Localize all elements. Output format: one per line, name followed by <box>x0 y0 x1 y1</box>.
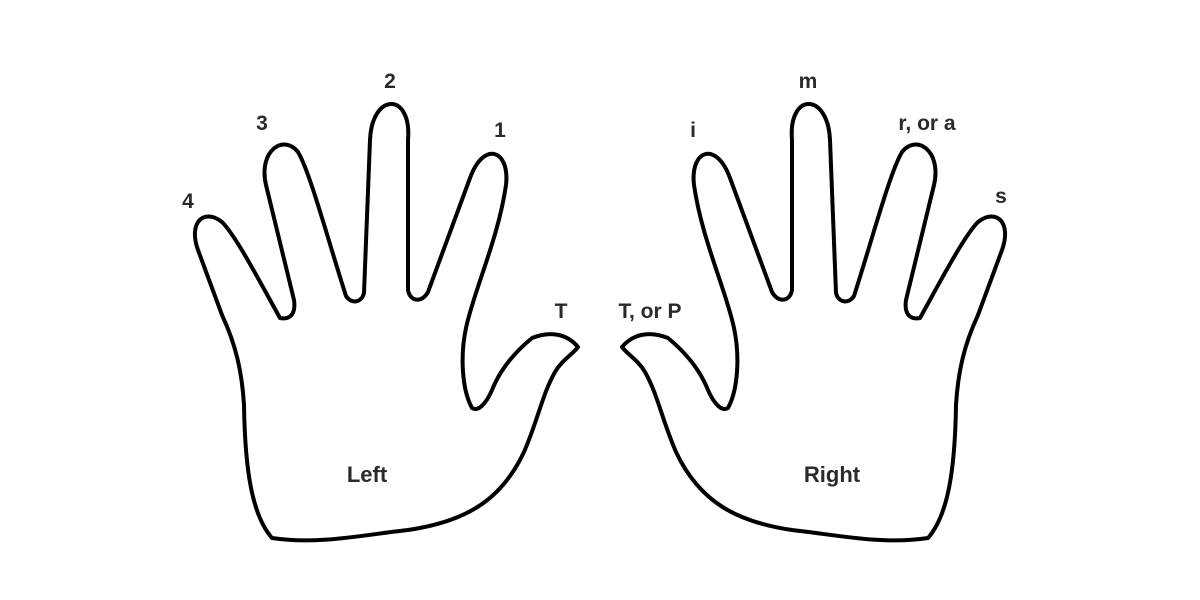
right-thumb-label: T, or P <box>618 300 681 323</box>
right-middle-label: m <box>799 70 818 93</box>
left-index-label: 1 <box>494 119 506 142</box>
left-middle-label: 2 <box>384 70 396 93</box>
right-hand-label: Right <box>804 462 861 487</box>
right-index-label: i <box>690 119 696 142</box>
left-ring-label: 3 <box>256 112 268 135</box>
left-hand-label: Left <box>347 462 388 487</box>
left-hand-outline <box>192 102 580 543</box>
right-hand-outline <box>620 102 1008 543</box>
right-pinky-label: s <box>995 185 1007 208</box>
left-thumb-label: T <box>555 300 568 323</box>
right-ring-label: r, or a <box>898 112 956 135</box>
left-pinky-label: 4 <box>182 190 194 213</box>
